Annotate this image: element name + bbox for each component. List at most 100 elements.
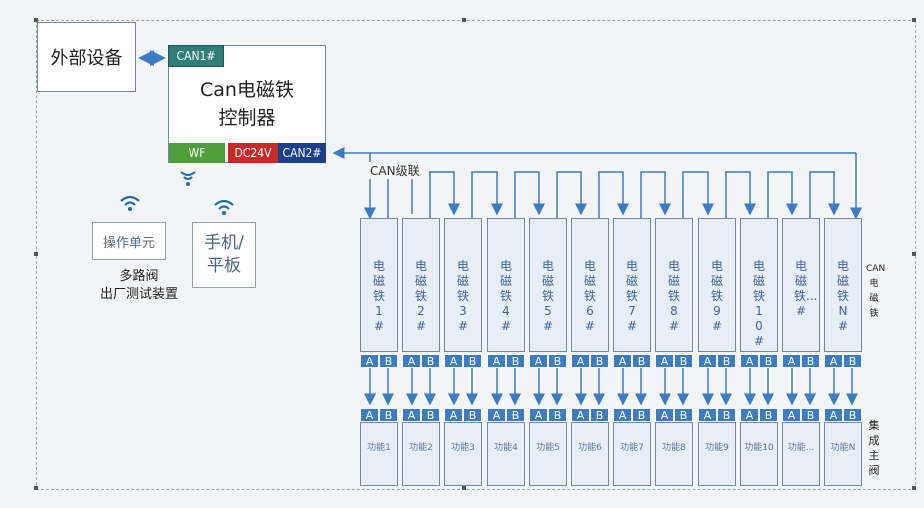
port-b: B (843, 408, 862, 422)
port-a: A (529, 354, 548, 368)
tester-caption: 多路阀 出厂测试装置 (84, 268, 194, 304)
port-b: B (801, 408, 820, 422)
function-block: 功能10 (740, 422, 778, 486)
port-b: B (590, 408, 609, 422)
resize-handle[interactable] (912, 252, 916, 256)
port-a: A (782, 408, 801, 422)
function-block: 功能8 (655, 422, 693, 486)
operation-unit-label: 操作单元 (102, 235, 155, 251)
cascade-link (767, 171, 798, 218)
port-a: A (740, 408, 759, 422)
port-b: B (632, 408, 651, 422)
magnet-box: 电磁铁10# (740, 218, 778, 352)
function-block: 功能... (782, 422, 820, 486)
port-a: A (613, 408, 632, 422)
port-b: B (379, 408, 398, 422)
cascade-link (556, 171, 587, 218)
port-a: A (402, 408, 421, 422)
port-b: B (717, 354, 736, 368)
magnet-label: 电磁铁2# (414, 259, 427, 333)
port-b: B (463, 408, 482, 422)
cascade-link (640, 171, 671, 218)
wifi-icon (120, 195, 140, 211)
magnet-label: 电磁铁6# (583, 259, 596, 333)
port-b: B (759, 408, 778, 422)
function-block: 功能2 (402, 422, 440, 486)
can2-port: CAN2# (278, 143, 326, 163)
magnet-label: 电磁铁5# (541, 259, 554, 333)
magnet-label: 电磁铁8# (667, 259, 680, 333)
port-a: A (613, 354, 632, 368)
wifi-broadcast-icon (180, 171, 196, 186)
function-block: 功能6 (571, 422, 609, 486)
port-b: B (843, 354, 862, 368)
resize-handle[interactable] (462, 18, 466, 22)
can-cascade-label: CAN级联 (368, 162, 422, 179)
function-block: 功能5 (529, 422, 567, 486)
resize-handle[interactable] (912, 18, 916, 22)
operation-unit-box: 操作单元 (92, 222, 166, 260)
magnet-box: 电磁铁5# (529, 218, 567, 352)
port-b: B (632, 354, 651, 368)
magnet-box: 电磁铁6# (571, 218, 609, 352)
port-a: A (824, 408, 843, 422)
resize-handle[interactable] (34, 486, 38, 490)
magnet-box: 电磁铁4# (487, 218, 525, 352)
wifi-icon (214, 199, 234, 215)
magnet-label: 电磁铁7# (625, 259, 638, 333)
port-b: B (463, 354, 482, 368)
side-label-valve: 集成主阀 (868, 419, 880, 477)
controller-title-line1: Can电磁铁 (200, 79, 294, 101)
magnet-label: 电磁铁3# (456, 259, 469, 333)
magnet-box: 电磁铁N# (824, 218, 862, 352)
port-a: A (655, 354, 674, 368)
side-label-can-magnet: CAN电磁铁 (866, 264, 886, 319)
phone-tablet-line2: 平板 (206, 256, 241, 276)
function-block: 功能1 (360, 422, 398, 486)
resize-handle[interactable] (34, 252, 38, 256)
cascade-link (429, 171, 460, 218)
cascade-link (598, 171, 629, 218)
tester-caption-line1: 多路阀 (119, 269, 159, 284)
magnet-box: 电磁铁8# (655, 218, 693, 352)
magnet-box: 电磁铁7# (613, 218, 651, 352)
dc24v-port: DC24V (228, 143, 278, 163)
port-b: B (421, 408, 440, 422)
port-b: B (506, 354, 525, 368)
magnet-box: 电磁铁9# (698, 218, 736, 352)
external-device-label: 外部设备 (50, 48, 123, 69)
port-a: A (824, 354, 843, 368)
port-a: A (487, 408, 506, 422)
port-a: A (655, 408, 674, 422)
port-a: A (571, 408, 590, 422)
port-a: A (360, 408, 379, 422)
port-a: A (402, 354, 421, 368)
function-block: 功能7 (613, 422, 651, 486)
resize-handle[interactable] (912, 486, 916, 490)
port-a: A (444, 354, 463, 368)
magnet-label: 电磁铁1# (372, 259, 385, 333)
resize-handle[interactable] (34, 18, 38, 22)
port-a: A (444, 408, 463, 422)
magnet-box: 电磁铁1# (360, 218, 398, 352)
resize-handle[interactable] (462, 486, 466, 490)
port-a: A (782, 354, 801, 368)
port-b: B (548, 354, 567, 368)
port-b: B (759, 354, 778, 368)
